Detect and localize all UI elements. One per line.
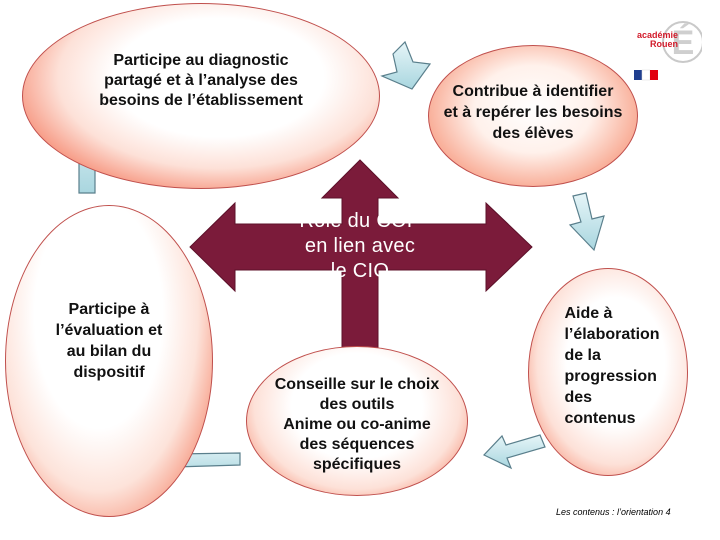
node-evaluation: Participe à l’évaluation et au bilan du … [5, 205, 213, 517]
node-text-line: progression [564, 368, 657, 385]
node-text-line: dispositif [73, 364, 145, 381]
center-title-line: Rôle du COP [299, 209, 421, 232]
node-text-line: Anime ou co-anime [283, 416, 431, 433]
cycle-arrow-right [568, 192, 605, 252]
node-text-line: des outils [319, 396, 395, 413]
center-title-line: le CIO [330, 259, 390, 282]
node-text-line: besoins de l’établissement [99, 92, 303, 109]
node-text-line: partagé et à l’analyse des [104, 72, 298, 89]
node-text-line: l’évaluation et [55, 322, 163, 339]
academie-logo: É académie Rouen [630, 14, 702, 84]
node-text-line: spécifiques [312, 456, 402, 473]
node-progression: Aide à l’élaboration de la progression d… [528, 268, 688, 476]
node-evaluation-text: Participe à l’évaluation et au bilan du … [56, 299, 163, 383]
node-diagnostic-text: Participe au diagnostic partagé et à l’a… [99, 51, 303, 111]
node-text-line: contenus [564, 410, 636, 427]
node-progression-text: Aide à l’élaboration de la progression d… [564, 303, 659, 429]
node-text-line: Aide à [564, 305, 613, 322]
node-text-line: au bilan du [66, 343, 152, 360]
cycle-arrow-bottom-right [482, 434, 546, 470]
node-advise-tools: Conseille sur le choix des outils Anime … [246, 346, 468, 496]
logo-rouen-text: Rouen [650, 39, 678, 49]
logo-letter: É [672, 24, 695, 62]
node-text-line: Contribue à identifier [452, 82, 614, 100]
logo-graphic: É [634, 21, 702, 81]
node-diagnostic: Participe au diagnostic partagé et à l’a… [22, 3, 380, 189]
cycle-arrow-top [380, 40, 432, 90]
center-title-line: en lien avec [304, 234, 416, 257]
node-text-line: et à repérer les besoins [443, 103, 623, 121]
node-identify-needs: Contribue à identifier et à repérer les … [428, 45, 638, 187]
node-text-line: des élèves [492, 124, 574, 142]
center-title: Rôle du COP en lien avec le CIO [268, 196, 452, 296]
node-text-line: de la [564, 347, 601, 364]
node-text-line: l’élaboration [564, 326, 660, 343]
node-text-line: des [564, 389, 593, 406]
node-text-line: des séquences [299, 436, 415, 453]
footer-caption: Les contenus : l’orientation 4 [556, 507, 671, 517]
node-text-line: Participe à [68, 301, 150, 318]
node-identify-needs-text: Contribue à identifier et à repérer les … [444, 81, 623, 144]
node-advise-tools-text: Conseille sur le choix des outils Anime … [275, 375, 440, 475]
logo-academie-text: académie [636, 30, 678, 40]
node-text-line: Conseille sur le choix [274, 376, 440, 393]
node-text-line: Participe au diagnostic [113, 52, 289, 69]
